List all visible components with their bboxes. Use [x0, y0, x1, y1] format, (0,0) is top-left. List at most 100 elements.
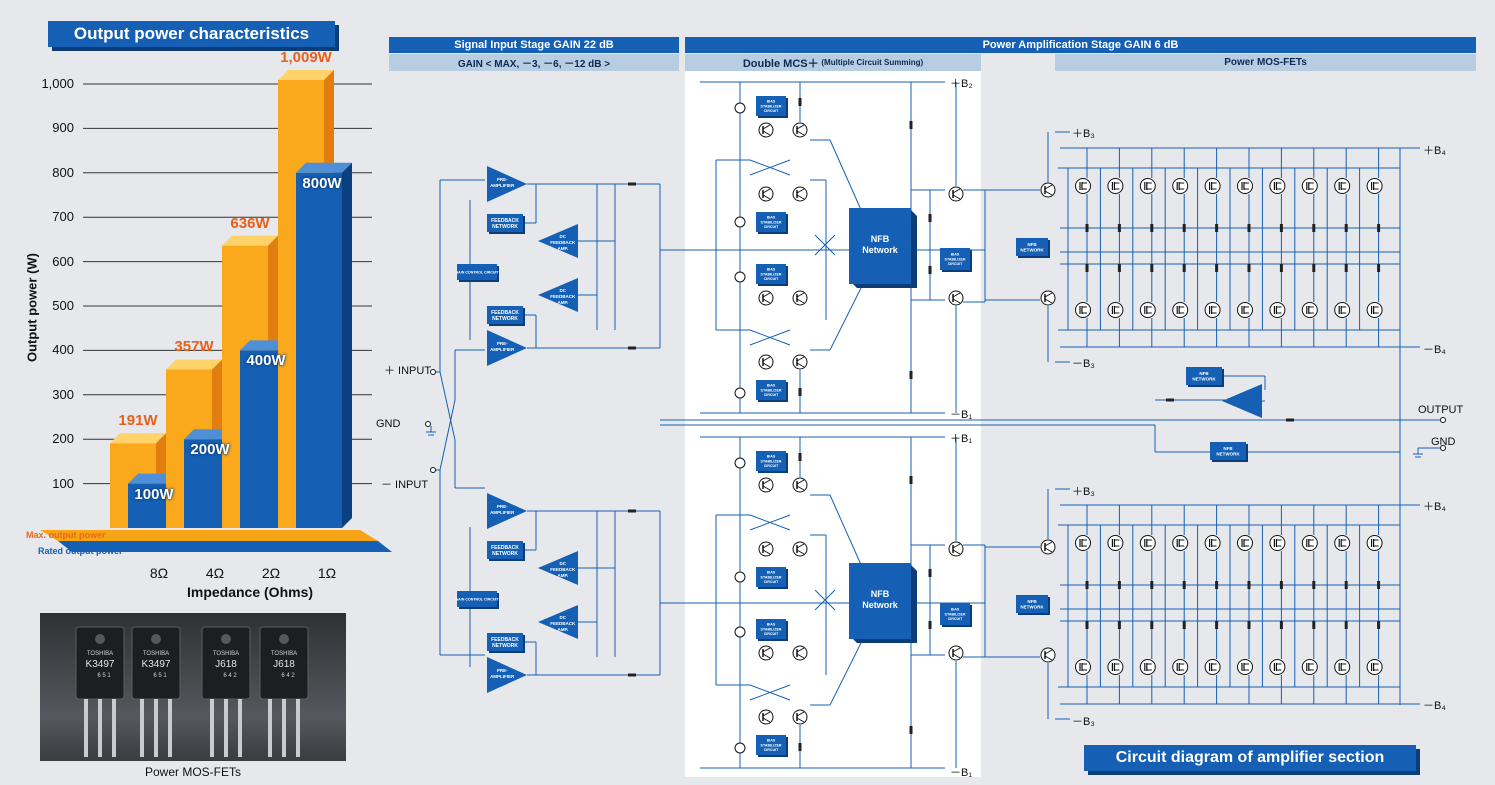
resistor — [1182, 581, 1186, 589]
bar-label-rated: 800W — [302, 174, 342, 192]
dc-feedback-amp-a-1-body — [538, 551, 578, 585]
resistor — [1182, 224, 1186, 232]
current-source — [734, 742, 746, 754]
output-driver-top-a — [1040, 182, 1056, 198]
bar-max-3-top — [278, 70, 334, 81]
package-brand: TOSHIBA — [271, 651, 297, 657]
current-source — [734, 626, 746, 638]
resistor — [928, 266, 932, 274]
current-source — [734, 102, 746, 114]
photo-caption: Power MOS-FETs — [144, 765, 241, 779]
dc-feedback-amp-a-0-text: DC — [560, 234, 567, 239]
mosfet-upper-bottom-4 — [1204, 535, 1221, 551]
mosfet-lower-bottom-0 — [1075, 659, 1091, 675]
gain-control-circuit-0-text: GAIN CONTROL CIRCUIT — [455, 270, 499, 274]
resistor — [1182, 264, 1186, 272]
transistor-top-0-collector — [762, 124, 771, 130]
package-lot: 6 5 1 — [153, 673, 167, 679]
output-driver-top-b-case — [1040, 290, 1056, 306]
dc-feedback-amp-a-0-text: AMP. — [557, 246, 568, 251]
dc-feedback-amp-a-1-text: AMP. — [557, 573, 568, 578]
mosfet-upper-bottom-2-case — [1139, 535, 1156, 551]
resistor — [1085, 621, 1089, 629]
mosfet-lower-top-6-case — [1269, 302, 1286, 318]
dc-feedback-amp-b-0-text: FEEDBACK — [550, 294, 576, 299]
package-lead — [224, 699, 228, 757]
mosfet-lower-top-1-case — [1107, 302, 1124, 318]
bar-rated-3 — [296, 162, 352, 529]
resistor — [1279, 581, 1283, 589]
resistor — [798, 98, 802, 106]
feedback-network-b-1-text: NETWORK — [492, 643, 518, 649]
mosfet-upper-top-0-case — [1075, 178, 1091, 194]
rail-b2-plus: ＋B₂ — [950, 78, 973, 90]
resistor — [1215, 621, 1219, 629]
bar-max-1-top — [166, 359, 222, 370]
resistor — [1344, 621, 1348, 629]
bar-label-max: 191W — [118, 412, 158, 430]
rail-b1-minus-top: －B₁ — [950, 409, 973, 421]
wire — [749, 684, 791, 701]
resistor — [798, 453, 802, 461]
bar-label-max: 636W — [230, 214, 270, 232]
mcs-sublabel: (Multiple Circuit Summing) — [821, 58, 924, 67]
transistor-top-2-emitter — [762, 194, 771, 200]
mosfet-upper-top-6-case — [1269, 178, 1286, 194]
feedback-network-a-1-body — [487, 541, 523, 559]
pre-amplifier-top-1-text: PRE- — [497, 504, 508, 509]
mosfet-lower-top-6 — [1269, 302, 1286, 318]
resistor — [798, 743, 802, 751]
transistor-bottom-0 — [758, 477, 774, 493]
mosfet-upper-bottom-9-case — [1366, 535, 1383, 551]
mosfet-upper-bottom-5-case — [1237, 535, 1253, 551]
bias-stabilizer-bottom-1-body — [756, 567, 786, 587]
driver-transistor-top-a-case — [948, 186, 964, 202]
dc-feedback-amp-b-1-text: FEEDBACK — [550, 621, 576, 626]
resistor — [628, 182, 636, 186]
mosfet-lower-top-7-case — [1301, 302, 1318, 318]
output-driver-bottom-a-emitter — [1044, 547, 1053, 553]
feedback-network-b-1-body — [487, 633, 523, 651]
driver-transistor-top-a-emitter — [952, 194, 961, 200]
diagram-title: Circuit diagram of amplifier section — [1084, 745, 1416, 771]
nfb-network-bottom-text2: Network — [862, 600, 899, 610]
chart-title: Output power characteristics — [48, 21, 335, 47]
bar-label-max: 357W — [174, 338, 214, 356]
x-tick-label: 2Ω — [261, 565, 281, 581]
dc-feedback-amp-a-0-body — [538, 224, 578, 258]
package-lead — [268, 699, 272, 757]
rated-floor — [58, 541, 392, 552]
bias-stabilizer-top-3-text: CIRCUIT — [764, 393, 779, 397]
mosfet-lower-bottom-5-case — [1237, 659, 1253, 675]
mosfet-upper-top-0 — [1075, 178, 1091, 194]
pre-amplifier-top-1-body — [487, 493, 527, 529]
mosfet-upper-bottom-0 — [1075, 535, 1091, 551]
mosfet-lower-bottom-1 — [1107, 659, 1124, 675]
mosfet-upper-top-4-case — [1204, 178, 1221, 194]
driver-transistor-bottom-b-case — [948, 645, 964, 661]
bar-label-max: 1,009W — [280, 49, 332, 66]
output-driver-top-b-emitter — [1044, 298, 1053, 304]
rail-b3-minus-top: －B₃ — [1072, 358, 1095, 370]
current-source — [734, 216, 746, 228]
output-terminal — [1440, 417, 1446, 423]
resistor — [928, 214, 932, 222]
mosfet-lower-top-0 — [1075, 302, 1091, 318]
resistor — [909, 476, 913, 484]
driver-transistor-top-b-case — [948, 290, 964, 306]
mosfet-lower-top-1 — [1107, 302, 1124, 318]
transistor-bottom-3 — [792, 541, 808, 557]
resistor — [1279, 224, 1283, 232]
y-tick-label: 400 — [52, 342, 74, 358]
mosfet-upper-top-1-case — [1107, 178, 1124, 194]
package-code: J618 — [215, 659, 237, 670]
